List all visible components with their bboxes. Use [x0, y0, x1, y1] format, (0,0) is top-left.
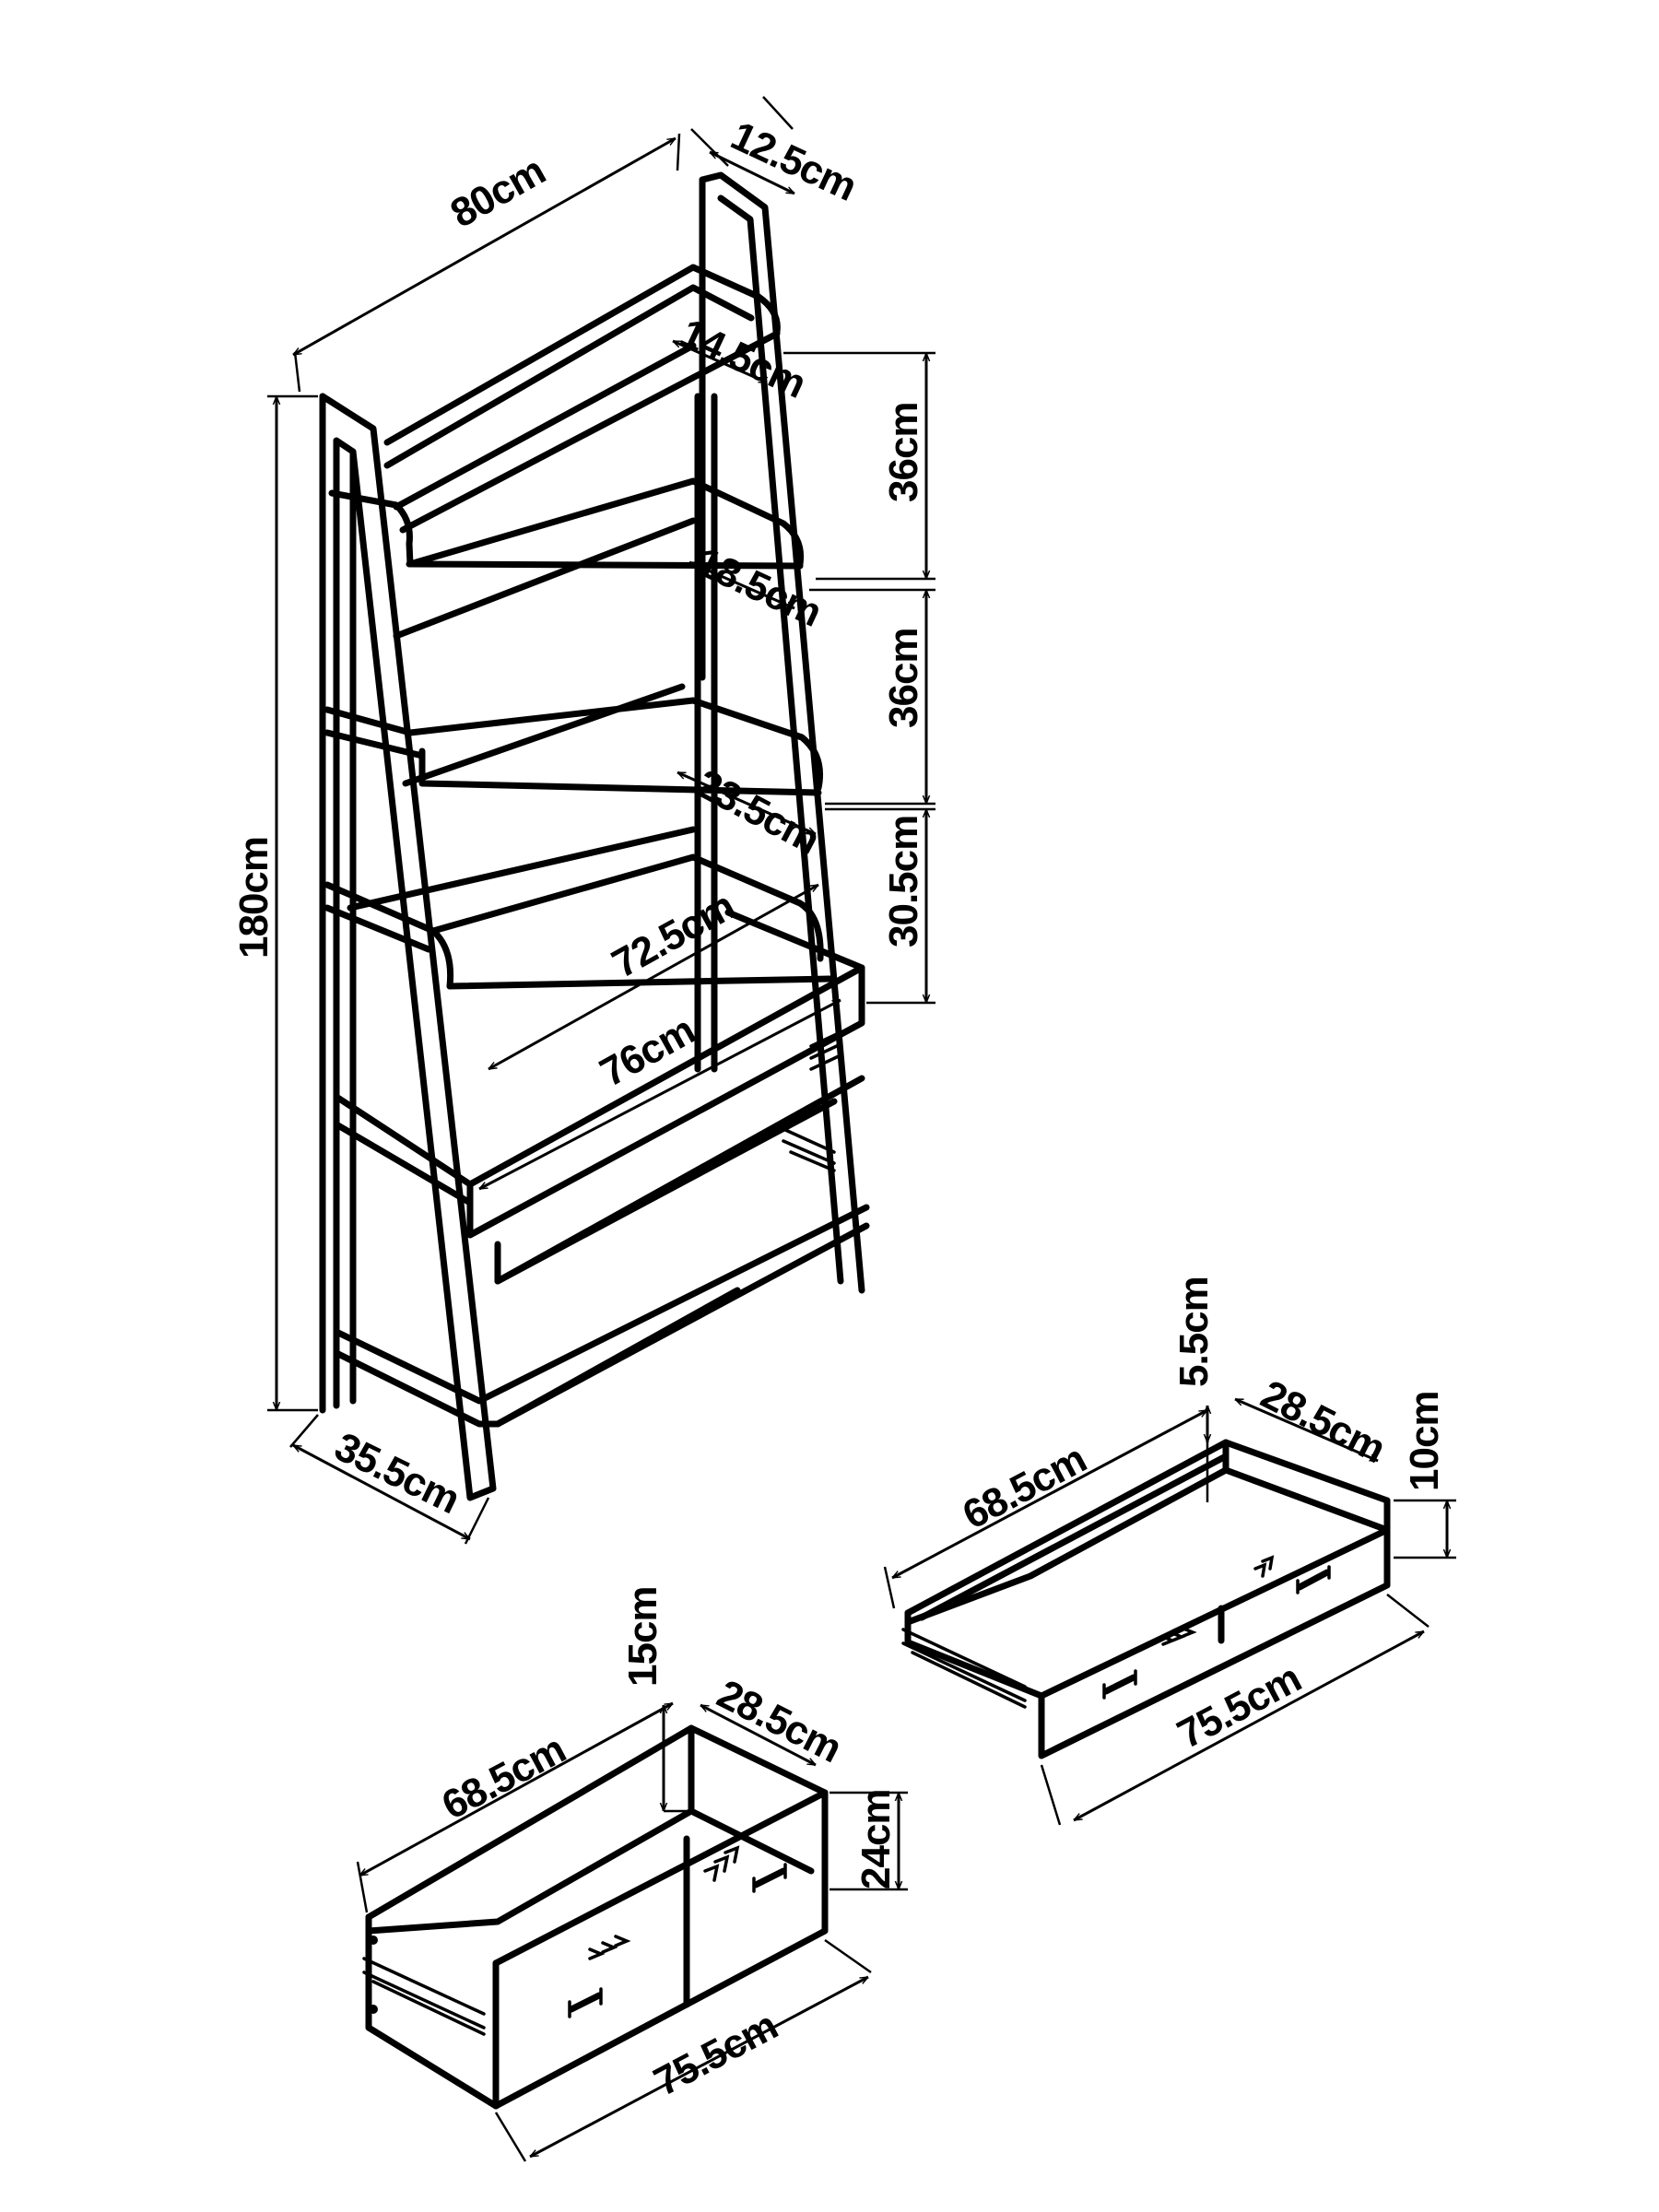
- drawer-large[interactable]: 68.5cm 15cm 28.5cm 24cm 75.5cm: [356, 1586, 908, 2162]
- inner-width-label: 72.5cm: [605, 883, 742, 986]
- gap1-label: 36cm: [881, 402, 926, 502]
- width-label: 80cm: [443, 148, 553, 237]
- height-label: 180cm: [231, 837, 276, 959]
- large-front-height-label: 24cm: [853, 1789, 899, 1889]
- shelf-top: [383, 264, 781, 534]
- drawer-small[interactable]: 68.5cm 5.5cm 28.5cm 10cm 75.5cm: [883, 1277, 1456, 1826]
- shelf2-depth-label: 18.5cm: [689, 539, 829, 636]
- back-frame: [694, 393, 718, 1073]
- shelf1-depth-label: 14.5cm: [674, 311, 813, 407]
- small-front-height-label: 10cm: [1402, 1391, 1447, 1491]
- shelf-bottom: [333, 1204, 870, 1428]
- drawer-small-dimensions: 68.5cm 5.5cm 28.5cm 10cm 75.5cm: [883, 1277, 1456, 1826]
- small-inner-height-label: 5.5cm: [1171, 1277, 1217, 1387]
- desk-section: [333, 909, 865, 1285]
- shelf3-depth-label: 23.5cm: [688, 761, 826, 864]
- large-inner-height-label: 15cm: [620, 1586, 665, 1687]
- drawer-large-handles: [568, 1845, 787, 2018]
- base-depth-label: 35.5cm: [328, 1424, 466, 1523]
- ladder-shelf-unit: 80cm 12.5cm 14.5cm 18.5cm 23.5cm 36cm 36…: [231, 96, 935, 1545]
- gap3-label: 30.5cm: [881, 816, 926, 947]
- gap2-label: 36cm: [881, 628, 926, 728]
- large-depth-label: 28.5cm: [710, 1671, 848, 1771]
